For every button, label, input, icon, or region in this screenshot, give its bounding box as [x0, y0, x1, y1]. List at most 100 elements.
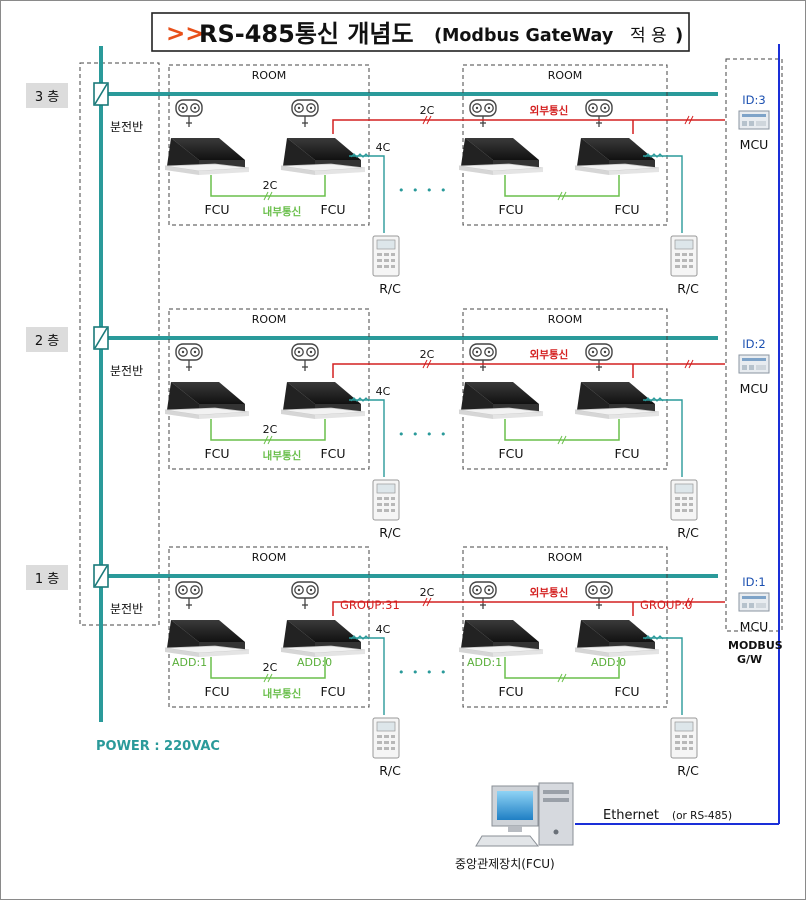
wire-4c-label: 4C [376, 385, 391, 398]
wire-4c-label: 4C [376, 623, 391, 636]
wire-coil [350, 153, 370, 158]
internal-comm-label: 내부통신 [263, 687, 302, 700]
continuation-dots: • • • • [398, 428, 448, 441]
internal-comm-line [210, 419, 326, 441]
floor-label-box [26, 83, 68, 108]
wire-4c-label: 4C [376, 141, 391, 154]
wire-2c-label: 2C [420, 104, 435, 117]
power-label: POWER : 220VAC [96, 739, 220, 754]
title-sub-close: ) [675, 25, 683, 46]
fcu-label: FCU [614, 446, 639, 461]
rc-cable-line [349, 399, 385, 477]
wire-tick [426, 359, 432, 369]
room-label: ROOM [252, 551, 286, 564]
external-comm-line [332, 601, 725, 616]
external-comm-group: 2C 외부통신 [332, 586, 725, 616]
floor-label: 1 층 [35, 572, 59, 587]
room-box [168, 546, 370, 708]
wire-tick [684, 359, 690, 369]
floor-label-box [26, 565, 68, 590]
wire-tick [422, 597, 428, 607]
wire-tick [684, 597, 690, 607]
title-box: >> RS-485통신 개념도 ( Modbus GateWay 적 용 ) [151, 12, 690, 52]
floor-label: 2 층 [35, 334, 59, 349]
internal-comm-line [504, 419, 620, 441]
remote-controller-icon [670, 479, 698, 521]
distribution-panel-box [79, 62, 160, 626]
panel-label: 분전반 [110, 602, 143, 616]
wire-coil [644, 397, 664, 402]
central-control-computer: 중앙관제장치(FCU) [455, 782, 574, 871]
title-sub-name: Modbus GateWay [442, 26, 614, 46]
remote-controller-icon [670, 235, 698, 277]
wire-tick [267, 435, 273, 445]
external-comm-label: 외부통신 [530, 348, 569, 361]
fcu-label: FCU [498, 684, 523, 699]
rc-cable-line [349, 155, 385, 233]
room-label: ROOM [548, 313, 582, 326]
address-label: ADD:1 [467, 656, 502, 669]
panel-label: 분전반 [110, 364, 143, 378]
mcu-id-label: ID:1 [742, 575, 765, 589]
rc-label: R/C [379, 763, 401, 778]
fcu-label: FCU [204, 202, 229, 217]
fcu-label: FCU [614, 202, 639, 217]
wire-coil [350, 635, 370, 640]
wire-2c-label: 2C [420, 348, 435, 361]
internal-comm-label: 내부통신 [263, 449, 302, 462]
room-label: ROOM [252, 69, 286, 82]
rc-label: R/C [677, 281, 699, 296]
wire-coil [350, 397, 370, 402]
external-comm-label: 외부통신 [530, 586, 569, 599]
wire-tick [263, 673, 269, 683]
wire-2c-label: 2C [263, 661, 278, 674]
fcu-label: FCU [320, 446, 345, 461]
group-left-label: GROUP:31 [340, 598, 400, 612]
wire-coil [644, 153, 664, 158]
address-label: ADD:0 [297, 656, 332, 669]
mcu-device-icon [738, 354, 770, 374]
modbus-gateway-box [725, 58, 783, 632]
rc-label: R/C [677, 525, 699, 540]
panel-label: 분전반 [110, 120, 143, 134]
wire-tick [426, 597, 432, 607]
wire-tick [561, 191, 567, 201]
title-sub-kor: 적 용 [630, 26, 667, 46]
gateway-label-line2: G/W [737, 653, 762, 666]
wire-tick [267, 191, 273, 201]
wire-tick [557, 435, 563, 445]
address-label: ADD:0 [591, 656, 626, 669]
rc-cable-line [349, 637, 385, 715]
rc-label: R/C [379, 525, 401, 540]
wire-2c-label: 2C [420, 586, 435, 599]
mcu-id-label: ID:2 [742, 337, 765, 351]
wire-tick [426, 115, 432, 125]
wire-tick [684, 115, 690, 125]
wire-tick [267, 673, 273, 683]
external-comm-line [332, 363, 725, 378]
central-control-label: 중앙관제장치(FCU) [455, 857, 555, 871]
internal-comm-line [504, 175, 620, 197]
external-comm-group: 2C 외부통신 [332, 348, 725, 378]
mcu-label: MCU [740, 381, 769, 396]
wire-2c-label: 2C [263, 179, 278, 192]
continuation-dots: • • • • [398, 184, 448, 197]
wire-tick [557, 673, 563, 683]
wire-coil [644, 635, 664, 640]
wire-tick [688, 359, 694, 369]
remote-controller-icon [670, 717, 698, 759]
internal-comm-label: 내부통신 [263, 205, 302, 218]
wire-tick [263, 435, 269, 445]
room-box [168, 64, 370, 226]
room-box [462, 546, 668, 708]
wire-tick [688, 597, 694, 607]
